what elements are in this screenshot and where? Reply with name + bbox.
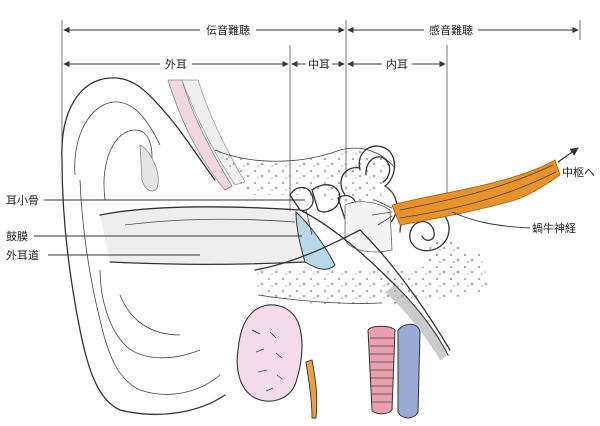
to-center-arrow — [557, 147, 579, 163]
label-to-center: 中枢へ — [562, 165, 595, 179]
label-eardrum: 鼓膜 — [6, 229, 28, 243]
label-conductive-hearing-loss: 伝音難聴 — [206, 23, 250, 37]
temporal-bone — [214, 147, 490, 305]
label-inner-ear: 内耳 — [386, 57, 408, 71]
label-cochlear-nerve: 蝸牛神経 — [532, 221, 576, 235]
styloid-process — [305, 359, 318, 419]
label-sensorineural-hearing-loss: 感音難聴 — [429, 23, 473, 37]
auricle — [61, 77, 226, 415]
cochlear-nerve — [371, 159, 561, 226]
label-ossicles: 耳小骨 — [6, 194, 39, 207]
leader-cochlear-nerve — [451, 211, 531, 229]
parotid-gland — [236, 304, 303, 402]
label-ear-canal: 外耳道 — [6, 248, 39, 262]
dimension-lines — [61, 20, 581, 230]
jugular-vein — [397, 323, 421, 419]
ear-canal — [99, 206, 306, 265]
label-middle-ear: 中耳 — [308, 58, 330, 71]
carotid-artery — [367, 325, 396, 415]
label-outer-ear: 外耳 — [165, 58, 187, 71]
inner-ear — [340, 145, 450, 253]
skin-layer — [167, 79, 233, 191]
